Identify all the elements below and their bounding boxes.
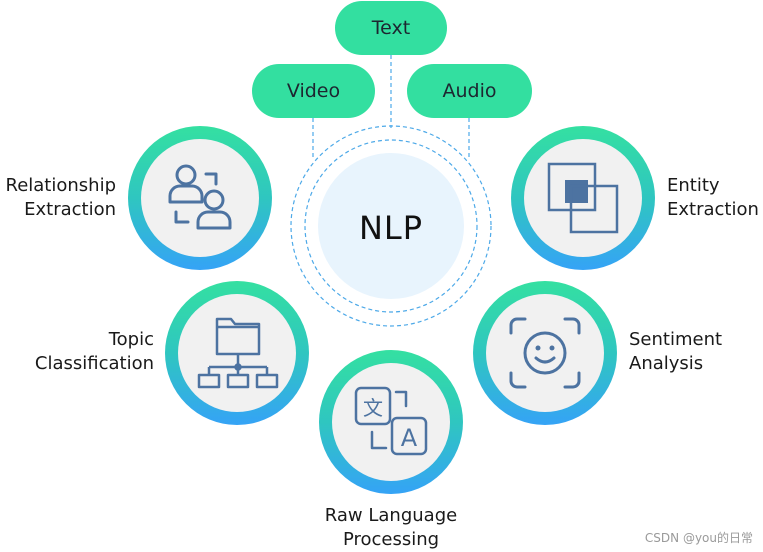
label-raw-language-processing: Raw Language Processing [324, 505, 458, 550]
people-icon [168, 164, 232, 230]
center-label: NLP [358, 209, 424, 247]
input-audio-label: Audio [442, 80, 497, 102]
inner-dashed-ring [304, 139, 478, 313]
input-video-label: Video [286, 80, 341, 102]
translate-icon: 文 A [354, 386, 428, 456]
node-topic-classification [165, 281, 309, 425]
label-entity-extraction: Entity Extraction [667, 175, 759, 220]
label-relationship-extraction: Relationship Extraction [5, 175, 117, 220]
node-relationship-extraction [128, 126, 272, 270]
input-pill-video: Video [252, 64, 375, 118]
input-text-label: Text [371, 17, 411, 39]
input-pill-audio: Audio [407, 64, 532, 118]
node-entity-extraction [511, 126, 655, 270]
label-sentiment-analysis: Sentiment Analysis [629, 329, 723, 374]
label-topic-classification: Topic Classification [34, 329, 154, 374]
face-scan-icon [509, 317, 581, 389]
svg-text:文: 文 [363, 396, 383, 420]
overlap-squares-icon [547, 162, 619, 234]
watermark: CSDN @you的日常 [644, 531, 753, 545]
node-raw-language-processing: 文 A [319, 350, 463, 494]
svg-text:A: A [401, 424, 418, 452]
folder-hierarchy-icon [197, 317, 279, 389]
node-sentiment-analysis [473, 281, 617, 425]
input-pill-text: Text [335, 1, 447, 55]
center-circle [318, 153, 464, 299]
outer-dashed-ring [290, 125, 492, 327]
